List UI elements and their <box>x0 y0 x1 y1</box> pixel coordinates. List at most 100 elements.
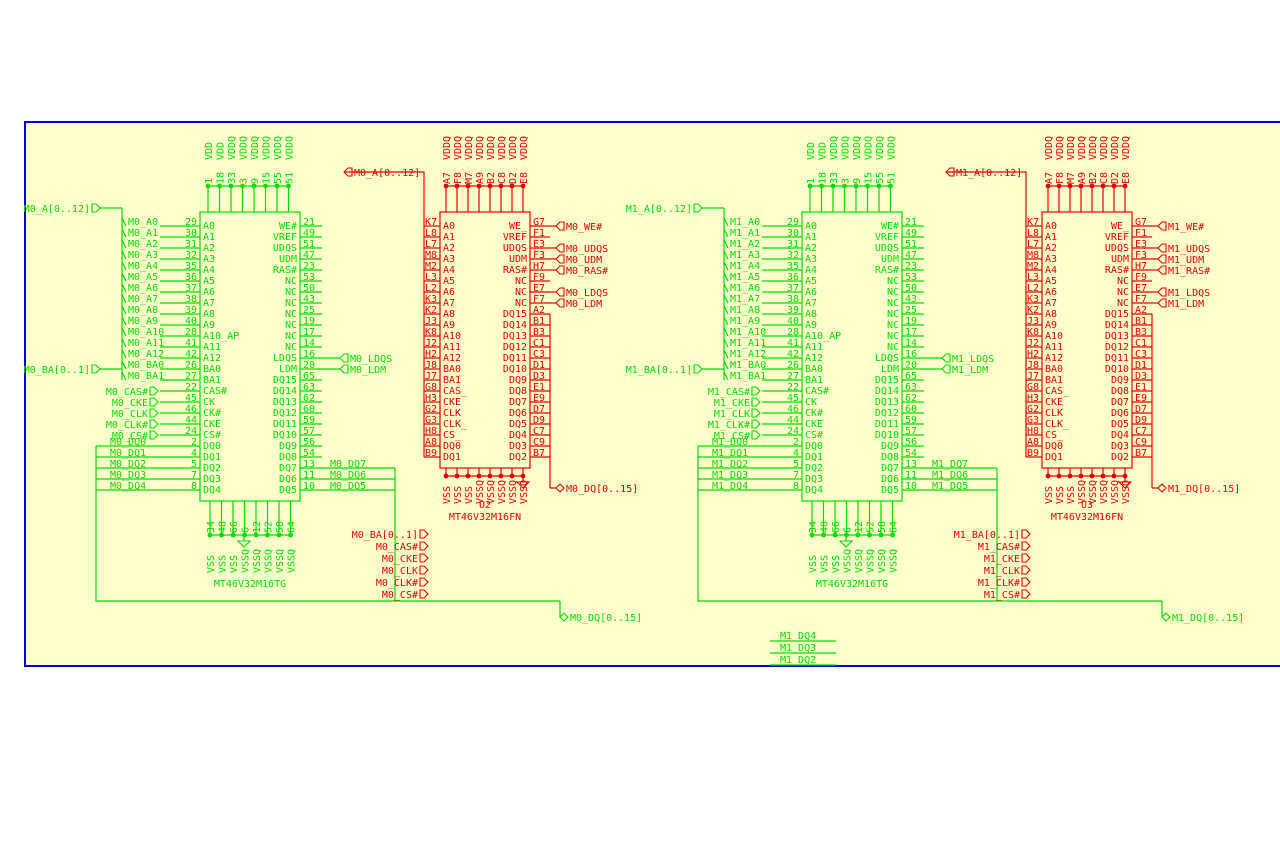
pin-name-new: A8 <box>805 309 817 320</box>
global-label[interactable]: M1_CKE <box>714 397 761 409</box>
pin-number-new: 51 <box>887 172 898 184</box>
pin-number-new: 16 <box>303 349 315 360</box>
pin-number-new: 39 <box>185 305 197 316</box>
pin-number-new: 37 <box>185 283 197 294</box>
pin-number-new: 21 <box>303 217 315 228</box>
global-label[interactable]: M1_UDQS <box>1157 243 1210 255</box>
pin-name-new: A1 <box>805 232 817 243</box>
ground-icon <box>515 481 531 489</box>
pin-number-old: A7 <box>1044 172 1055 184</box>
global-label[interactable]: M1_CKE <box>984 553 1031 565</box>
pin-name-new: VSSQ <box>866 549 877 573</box>
global-label[interactable]: M1_CS# <box>984 589 1031 601</box>
global-label[interactable]: M0_CLK <box>382 565 429 577</box>
global-label[interactable]: M1_CLK# <box>708 419 761 431</box>
global-label[interactable]: M1_CLK# <box>978 577 1031 589</box>
global-label[interactable]: M1_CLK <box>984 565 1031 577</box>
net-label-new: M1_A12 <box>730 349 766 360</box>
global-label[interactable]: M1_A[0..12] <box>626 203 703 215</box>
global-label-text: M1_LDQS <box>1168 288 1210 299</box>
pin-name-old: VSSQ <box>1121 480 1132 504</box>
ic-body-old[interactable] <box>439 211 531 469</box>
global-label[interactable]: M0_UDM <box>555 254 602 266</box>
global-label[interactable]: M1_LDM <box>1157 298 1204 310</box>
pin-number-new: 40 <box>185 316 197 327</box>
global-label-text: M1_LDM <box>952 365 988 376</box>
diamond-port-icon <box>1157 483 1167 493</box>
global-label[interactable]: M1_CAS# <box>708 386 761 398</box>
global-label-text: M1_CS# <box>984 590 1020 601</box>
global-label[interactable]: M1_LDQS <box>941 353 994 365</box>
global-label[interactable]: M0_UDQS <box>555 243 608 255</box>
pin-name-new: RAS# <box>875 265 899 276</box>
pin-name-new: VDD <box>216 142 227 160</box>
global-label[interactable]: M0_CS# <box>382 589 429 601</box>
pin-name-new: DQ3 <box>203 474 221 485</box>
global-label[interactable]: M1_CS# <box>714 430 761 442</box>
global-label[interactable]: M0_CAS# <box>376 541 429 553</box>
global-label[interactable]: M0_WE# <box>555 221 602 233</box>
pin-name-new: NC <box>285 276 297 287</box>
global-label[interactable]: M0_A[0..12] <box>343 167 420 179</box>
pin-number-new: 33 <box>829 172 840 184</box>
global-label[interactable]: M1_BA[0..1] <box>626 364 703 376</box>
global-label[interactable]: M0_LDM <box>339 364 386 376</box>
pin-name-old: NC <box>1117 287 1129 298</box>
global-label[interactable]: M0_BA[0..1] <box>352 529 429 541</box>
pin-number-new: 44 <box>185 415 197 426</box>
pin-number-old: D2 <box>1110 172 1121 184</box>
bus-port-label[interactable]: M0_DQ[0..15] <box>559 612 642 624</box>
pin-name-new: VREF <box>875 232 899 243</box>
pin-name-new: VDD <box>806 142 817 160</box>
bus-port-label[interactable]: M0_DQ[0..15] <box>555 483 638 495</box>
global-label[interactable]: M0_LDQS <box>555 287 608 299</box>
global-label[interactable]: M0_CAS# <box>106 386 159 398</box>
ic-body-new[interactable] <box>801 211 903 502</box>
global-label[interactable]: M0_CLK# <box>376 577 429 589</box>
port-flag-icon <box>693 364 703 374</box>
global-label[interactable]: M0_CS# <box>112 430 159 442</box>
pin-name-old: VREF <box>503 232 527 243</box>
global-label[interactable]: M0_CLK# <box>106 419 159 431</box>
global-label[interactable]: M1_LDQS <box>1157 287 1210 299</box>
pin-name-new: CK# <box>203 408 221 419</box>
pin-name-new: A6 <box>203 287 215 298</box>
global-label[interactable]: M0_CKE <box>112 397 159 409</box>
global-label[interactable]: M1_CAS# <box>978 541 1031 553</box>
bus-port-label[interactable]: M1_DQ[0..15] <box>1161 612 1244 624</box>
port-flag-icon <box>419 565 429 575</box>
pin-name-old: CS_ <box>1045 430 1064 441</box>
global-label[interactable]: M0_CKE <box>382 553 429 565</box>
pin-name-new: A3 <box>203 254 215 265</box>
global-label[interactable]: M1_WE# <box>1157 221 1204 233</box>
global-label[interactable]: M1_CLK <box>714 408 761 420</box>
ref-designator: U3 <box>1081 500 1093 511</box>
global-label[interactable]: M0_CLK <box>112 408 159 420</box>
global-label[interactable]: M1_BA[0..1] <box>954 529 1031 541</box>
global-label[interactable]: M0_A[0..12] <box>24 203 101 215</box>
global-label[interactable]: M0_LDQS <box>339 353 392 365</box>
global-label[interactable]: M0_RAS# <box>555 265 608 277</box>
global-label[interactable]: M1_LDM <box>941 364 988 376</box>
global-label[interactable]: M1_A[0..12] <box>945 167 1022 179</box>
ic-body-old[interactable] <box>1041 211 1133 469</box>
pin-number-new: 54 <box>303 448 315 459</box>
global-label[interactable]: M1_RAS# <box>1157 265 1210 277</box>
pin-name-new: NC <box>285 309 297 320</box>
global-label[interactable]: M0_LDM <box>555 298 602 310</box>
global-label[interactable]: M1_UDM <box>1157 254 1204 266</box>
global-label[interactable]: M0_BA[0..1] <box>24 364 101 376</box>
pin-name-old: A0 <box>1045 221 1057 232</box>
pin-name-old: DQ15 <box>503 309 527 320</box>
bus-port-label[interactable]: M1_DQ[0..15] <box>1157 483 1240 495</box>
pin-number-new: 47 <box>303 250 315 261</box>
pin-number-old: B1 <box>533 316 545 327</box>
pin-number-new: 5 <box>191 459 197 470</box>
ic-body-new[interactable] <box>199 211 301 502</box>
pin-number-old: K2 <box>1027 305 1039 316</box>
pin-number-new: 66 <box>229 521 240 533</box>
port-flag-icon <box>751 408 761 418</box>
pin-number-new: 49 <box>905 228 917 239</box>
pin-name-old: VDDQ <box>1066 136 1077 160</box>
